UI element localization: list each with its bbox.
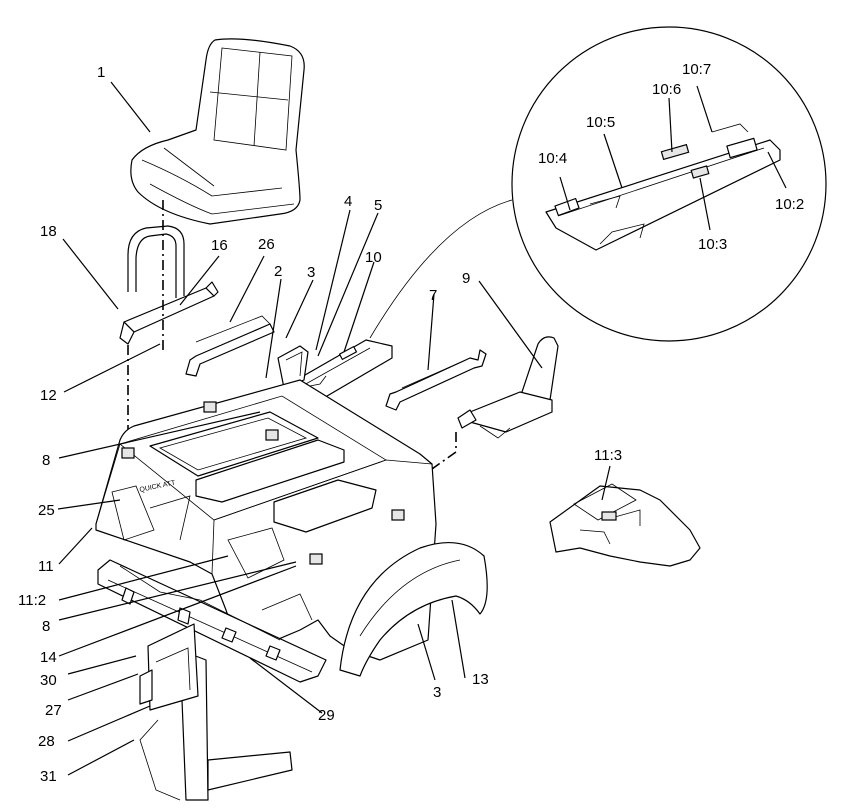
callout-labels: 1 18 16 26 2 3 4 5 10 7 9 12 8 25 11 11:… bbox=[18, 61, 804, 785]
frame-9-mount-line bbox=[319, 432, 457, 549]
callout-5: 5 bbox=[374, 197, 382, 214]
callout-29: 29 bbox=[318, 707, 335, 724]
callout-13: 13 bbox=[472, 671, 489, 688]
callout-9: 9 bbox=[462, 270, 470, 287]
callout-10-5: 10:5 bbox=[586, 114, 615, 131]
callout-30: 30 bbox=[40, 672, 57, 689]
seat bbox=[130, 38, 305, 225]
callout-10-6: 10:6 bbox=[652, 81, 681, 98]
fender-13 bbox=[339, 542, 488, 677]
detail-11-3 bbox=[549, 483, 701, 567]
seat-frame-9 bbox=[457, 336, 559, 439]
bracket-7 bbox=[385, 349, 487, 411]
leader-lines bbox=[57, 81, 787, 776]
rear-body-11: QUICK ATT bbox=[95, 379, 437, 661]
callout-7: 7 bbox=[429, 287, 437, 304]
callout-26: 26 bbox=[258, 236, 275, 253]
callout-10-2: 10:2 bbox=[775, 196, 804, 213]
callout-10-7: 10:7 bbox=[682, 61, 711, 78]
callout-4: 4 bbox=[344, 193, 352, 210]
callout-14: 14 bbox=[40, 649, 57, 666]
rear-hitch-frame bbox=[139, 623, 293, 801]
seat-frame bbox=[119, 225, 219, 345]
callout-31: 31 bbox=[40, 768, 57, 785]
callout-28: 28 bbox=[38, 733, 55, 750]
callout-3: 3 bbox=[307, 264, 315, 281]
callout-8: 8 bbox=[42, 452, 50, 469]
callout-11-2: 11:2 bbox=[18, 592, 46, 609]
callout-16: 16 bbox=[211, 237, 228, 254]
callout-1: 1 bbox=[97, 64, 105, 81]
callout-11: 11 bbox=[38, 558, 54, 575]
callout-2: 2 bbox=[274, 263, 282, 280]
frame-rail-29 bbox=[97, 559, 327, 683]
callout-3b: 3 bbox=[433, 684, 441, 701]
callout-25: 25 bbox=[38, 502, 55, 519]
callout-10: 10 bbox=[365, 249, 382, 266]
callout-10-4: 10:4 bbox=[538, 150, 567, 167]
callout-12: 12 bbox=[40, 387, 57, 404]
callout-11-3: 11:3 bbox=[594, 447, 622, 464]
callout-10-3: 10:3 bbox=[698, 236, 727, 253]
callout-18: 18 bbox=[40, 223, 57, 240]
callout-8b: 8 bbox=[42, 618, 50, 635]
callout-27: 27 bbox=[45, 702, 62, 719]
detail-circle-plate bbox=[369, 26, 827, 342]
bracket-26 bbox=[185, 315, 275, 377]
